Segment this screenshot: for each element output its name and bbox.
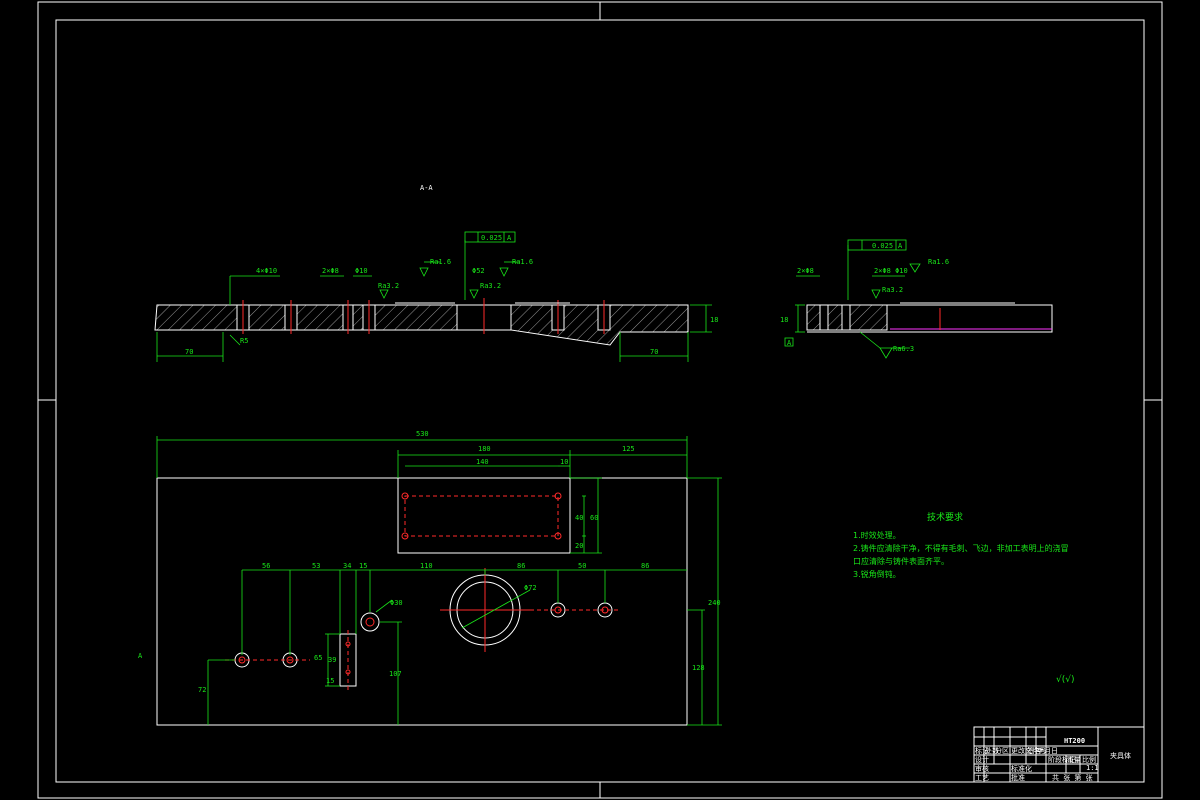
role-process: 工艺 <box>975 774 989 782</box>
dim-r5: R5 <box>240 337 248 345</box>
right-datum-box: A <box>787 339 792 347</box>
dim-140: 140 <box>476 458 489 466</box>
dim-86: 86 <box>517 562 525 570</box>
dim-18-height: 18 <box>710 316 718 324</box>
role-approve: 批准 <box>1011 773 1025 782</box>
stage-label: 阶段标记 <box>1048 755 1076 764</box>
dim-240: 240 <box>708 599 721 607</box>
dim-60: 60 <box>590 514 598 522</box>
center-marks <box>38 2 1162 798</box>
right-dim-18: 18 <box>780 316 788 324</box>
dim-110: 110 <box>420 562 433 570</box>
dim-40: 40 <box>575 514 583 522</box>
ra-c-label: Ra1.6 <box>512 258 533 266</box>
role-design: 设计 <box>975 755 989 764</box>
dim-107: 107 <box>389 670 402 678</box>
dim-70-right: 70 <box>650 348 658 356</box>
d10-label: Φ10 <box>355 267 368 275</box>
row-label-change: 更改文件号 <box>1011 746 1046 755</box>
row-label-count: 处数 <box>985 746 999 755</box>
title-block <box>973 726 1145 783</box>
material-label: HT200 <box>1064 737 1085 745</box>
sheet-label: 共 张 第 张 <box>1052 773 1093 782</box>
tech-note-3: 口应清除与铸件表面齐平。 <box>853 556 949 566</box>
right-ra-a: Ra1.6 <box>928 258 949 266</box>
row-label-signature: 签名 <box>1027 746 1041 755</box>
dim-86b: 86 <box>641 562 649 570</box>
dim-180: 180 <box>478 445 491 453</box>
dim-39: 39 <box>328 656 336 664</box>
ra-a-label: Ra1.6 <box>430 258 451 266</box>
inner-frame <box>55 19 1145 783</box>
dim-128: 128 <box>692 664 705 672</box>
ra-b-label: Ra3.2 <box>378 282 399 290</box>
right-datum: A <box>898 242 903 250</box>
ratio-label: 比例 <box>1082 755 1096 764</box>
role-standard: 标准化 <box>1011 764 1032 773</box>
outer-frame <box>37 1 1163 799</box>
right-hole-label: 2×Φ8 <box>797 267 814 275</box>
dim-125: 125 <box>622 445 635 453</box>
tech-note-2: 2.铸件应清除干净，不得有毛刺、飞边，非加工表明上的浇冒 <box>853 543 1069 553</box>
technical-notes: 技术要求 1.时效处理。 2.铸件应清除干净，不得有毛刺、飞边，非加工表明上的浇… <box>853 511 1069 579</box>
general-roughness-symbol: √(√) <box>1056 674 1075 685</box>
right-section-view: 2×Φ8 2×Φ8 Φ10 Ra1.6 Ra3.2 Ra6.3 0.025 A … <box>780 239 1053 359</box>
section-a-marker: A <box>138 652 143 660</box>
scale-value: 1:1 <box>1086 764 1099 772</box>
dim-70-left: 70 <box>185 348 193 356</box>
tech-note-4: 3.锐角倒钝。 <box>853 569 901 579</box>
right-ra-b: Ra3.2 <box>882 286 903 294</box>
dim-65: 65 <box>314 654 322 662</box>
left-section-view: 4×Φ10 2×Φ8 Φ10 Φ52 Ra1.6 Ra1.6 Ra3.2 Ra3… <box>154 231 718 362</box>
dim-34: 34 <box>343 562 351 570</box>
dim-20: 20 <box>575 542 583 550</box>
dim-15b: 15 <box>326 677 334 685</box>
tech-note-1: 1.时效处理。 <box>853 530 901 540</box>
holes-4x10-label: 4×Φ10 <box>256 267 277 275</box>
d52-label: Φ52 <box>472 267 485 275</box>
right-tolerance: 0.025 <box>872 242 893 250</box>
row-label-date: 年月日 <box>1037 746 1058 755</box>
right-hole-label-2: 2×Φ8 Φ10 <box>874 267 908 275</box>
dim-53: 53 <box>312 562 320 570</box>
dim-15: 15 <box>359 562 367 570</box>
plan-view: 530 180 125 140 10 40 60 20 56 53 34 15 … <box>138 430 722 726</box>
dim-530: 530 <box>416 430 429 438</box>
row-label-marker: 标记 <box>975 746 989 755</box>
section-aa-title: A-A <box>420 184 433 192</box>
slot-2x8-label: 2×Φ8 <box>322 267 339 275</box>
dim-72: 72 <box>198 686 206 694</box>
dim-10: 10 <box>560 458 568 466</box>
d30-label: Φ30 <box>390 599 403 607</box>
weight-label: 重量 <box>1067 756 1081 764</box>
dim-50: 50 <box>578 562 586 570</box>
ra-d-label: Ra3.2 <box>480 282 501 290</box>
tolerance-label: 0.025 <box>481 234 502 242</box>
right-ra-bottom: Ra6.3 <box>893 345 914 353</box>
d72-label: Φ72 <box>524 584 537 592</box>
role-review: 审核 <box>975 764 989 773</box>
row-label-zone: 分区 <box>995 746 1009 755</box>
part-name-label: 夹具体 <box>1110 751 1131 760</box>
tech-notes-heading: 技术要求 <box>927 511 963 523</box>
datum-label: A <box>507 234 512 242</box>
dim-56: 56 <box>262 562 270 570</box>
